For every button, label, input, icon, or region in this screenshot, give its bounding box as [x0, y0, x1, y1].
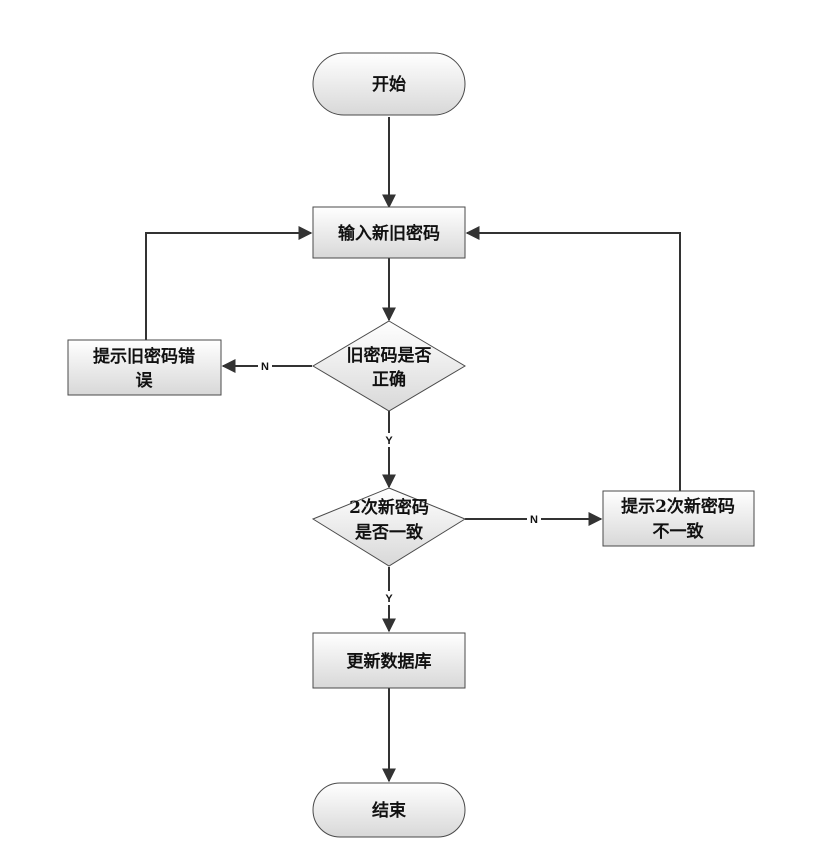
node-new-mismatch-line-1: 提示2次新密码 [621, 496, 735, 517]
edge-label-check-old-no: N [261, 361, 269, 373]
node-check-old-line-1: 旧密码是否 [347, 345, 432, 366]
node-new-mismatch: 提示2次新密码 不一致 [602, 490, 755, 547]
process-shape [312, 206, 466, 259]
edge-label-check-new-yes: Y [385, 593, 393, 605]
nodes: 开始 输入新旧密码 旧密码是否 正确 提示旧密码错 误 2次新密码 是否一致 [67, 52, 755, 838]
process-shape [312, 632, 466, 689]
decision-shape [311, 487, 467, 567]
terminator-shape [312, 782, 466, 838]
edge-labels: N Y N Y [258, 359, 541, 605]
process-shape [67, 339, 222, 396]
edge-label-check-new-no: N [530, 514, 538, 526]
node-end-text: 结束 [372, 800, 406, 821]
node-input-text: 输入新旧密码 [338, 223, 440, 244]
edge-label-check-old-yes: Y [385, 435, 393, 447]
node-check-old: 旧密码是否 正确 [312, 320, 466, 412]
process-shape [602, 490, 755, 547]
node-old-error: 提示旧密码错 误 [67, 339, 222, 396]
node-old-error-line-1: 提示旧密码错 [93, 346, 195, 367]
decision-shape [312, 320, 466, 412]
node-check-old-line-2: 正确 [372, 369, 406, 390]
node-end: 结束 [312, 782, 466, 838]
node-check-new-line-2: 是否一致 [355, 522, 424, 543]
node-new-mismatch-line-2: 不一致 [653, 521, 705, 542]
node-old-error-line-2: 误 [136, 371, 154, 391]
edge-new-mismatch-to-input [465, 226, 681, 491]
edge-old-error-to-input [145, 226, 313, 340]
terminator-shape [312, 52, 466, 116]
node-update-db-text: 更新数据库 [347, 651, 432, 672]
node-input: 输入新旧密码 [312, 206, 466, 259]
node-update-db: 更新数据库 [312, 632, 466, 689]
node-start-text: 开始 [372, 74, 406, 95]
node-check-new-line-1: 2次新密码 [349, 497, 429, 518]
node-start: 开始 [312, 52, 466, 116]
node-check-new: 2次新密码 是否一致 [311, 487, 467, 567]
